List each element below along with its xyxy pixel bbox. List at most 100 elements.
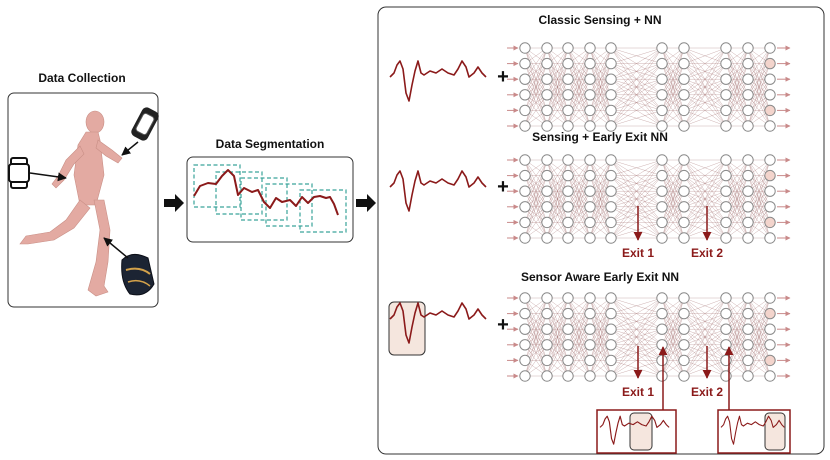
nn-node: [562, 42, 574, 54]
nn-node: [678, 354, 690, 367]
nn-node: [656, 185, 668, 197]
nn-node: [656, 42, 668, 54]
nn-node: [605, 354, 617, 367]
nn-node: [605, 339, 617, 351]
nn-node: [678, 57, 690, 70]
nn-node: [764, 42, 776, 54]
nn-node: [720, 185, 732, 197]
nn-node: [678, 185, 690, 197]
nn-node: [584, 354, 596, 367]
nn-node: [584, 120, 596, 132]
nn-node: [742, 323, 754, 335]
knee-sensor-icon: [121, 254, 155, 296]
nn-node: [764, 89, 776, 101]
nn-node: [742, 354, 754, 367]
nn-node: [720, 201, 732, 213]
nn-node: [656, 154, 668, 166]
nn-node: [764, 57, 776, 70]
nn-node: [562, 169, 574, 182]
nn-node: [519, 104, 531, 117]
nn-node: [519, 370, 531, 382]
nn-node: [742, 370, 754, 382]
nn-node: [584, 89, 596, 101]
nn-node: [584, 185, 596, 197]
nn-node: [562, 354, 574, 367]
sensor-aware-title: Sensor Aware Early Exit NN: [521, 270, 679, 284]
signal-waveform-icon: [389, 302, 487, 344]
nn-node: [584, 292, 596, 304]
signal-trace: [389, 170, 487, 212]
nn-node: [605, 169, 617, 182]
nn-node: [541, 120, 553, 132]
nn-node: [562, 216, 574, 229]
early-exit-title: Sensing + Early Exit NN: [532, 130, 668, 144]
nn-node: [584, 370, 596, 382]
knee-arrow: [103, 237, 129, 259]
nn-node: [562, 154, 574, 166]
nn-node: [656, 120, 668, 132]
nn-node: [605, 201, 617, 213]
nn-node: [605, 42, 617, 54]
nn-node: [541, 42, 553, 54]
nn-node: [541, 201, 553, 213]
nn-node: [519, 201, 531, 213]
nn-node: [605, 370, 617, 382]
nn-node: [720, 154, 732, 166]
nn-node: [764, 201, 776, 213]
neural-network-icon: [507, 42, 791, 132]
nn-node: [764, 232, 776, 244]
nn-node: [562, 370, 574, 382]
plus-sign: +: [497, 314, 509, 336]
nn-node: [541, 104, 553, 117]
nn-node: [605, 89, 617, 101]
segment-windows: [193, 164, 347, 233]
signal-trace: [389, 302, 487, 344]
nn-node: [584, 42, 596, 54]
plus-sign: +: [497, 176, 509, 198]
exit-1-label: Exit 1: [622, 385, 654, 399]
nn-node: [519, 42, 531, 54]
nn-node: [605, 154, 617, 166]
nn-node: [541, 307, 553, 320]
nn-node: [519, 89, 531, 101]
neural-network-icon: [507, 154, 791, 244]
signal-waveform-icon: [389, 170, 487, 212]
nn-node: [562, 323, 574, 335]
nn-node: [562, 201, 574, 213]
nn-node: [584, 232, 596, 244]
nn-node: [605, 104, 617, 117]
nn-node: [678, 232, 690, 244]
nn-node: [742, 169, 754, 182]
nn-node: [764, 339, 776, 351]
nn-node: [519, 120, 531, 132]
nn-node: [519, 57, 531, 70]
smartwatch-icon: [8, 157, 30, 189]
nn-node: [584, 201, 596, 213]
nn-node: [519, 185, 531, 197]
nn-node: [656, 307, 668, 320]
nn-node: [584, 307, 596, 320]
nn-node: [519, 323, 531, 335]
signal-trace: [389, 60, 487, 102]
nn-node: [720, 120, 732, 132]
nn-node: [678, 154, 690, 166]
nn-node: [562, 292, 574, 304]
sensor-window-highlight-1: [629, 412, 653, 451]
nn-node: [742, 185, 754, 197]
band-arrow: [121, 141, 139, 156]
nn-node: [562, 104, 574, 117]
signal-waveform-icon: [389, 60, 487, 102]
nn-node: [656, 232, 668, 244]
arrow-right-icon: [356, 194, 376, 212]
nn-node: [584, 339, 596, 351]
nn-node: [656, 323, 668, 335]
nn-node: [764, 185, 776, 197]
nn-node: [720, 57, 732, 70]
nn-node: [605, 323, 617, 335]
exit-2-label: Exit 2: [691, 385, 723, 399]
nn-node: [720, 104, 732, 117]
nn-node: [562, 73, 574, 85]
nn-node: [742, 154, 754, 166]
signal-trace: [720, 415, 785, 445]
